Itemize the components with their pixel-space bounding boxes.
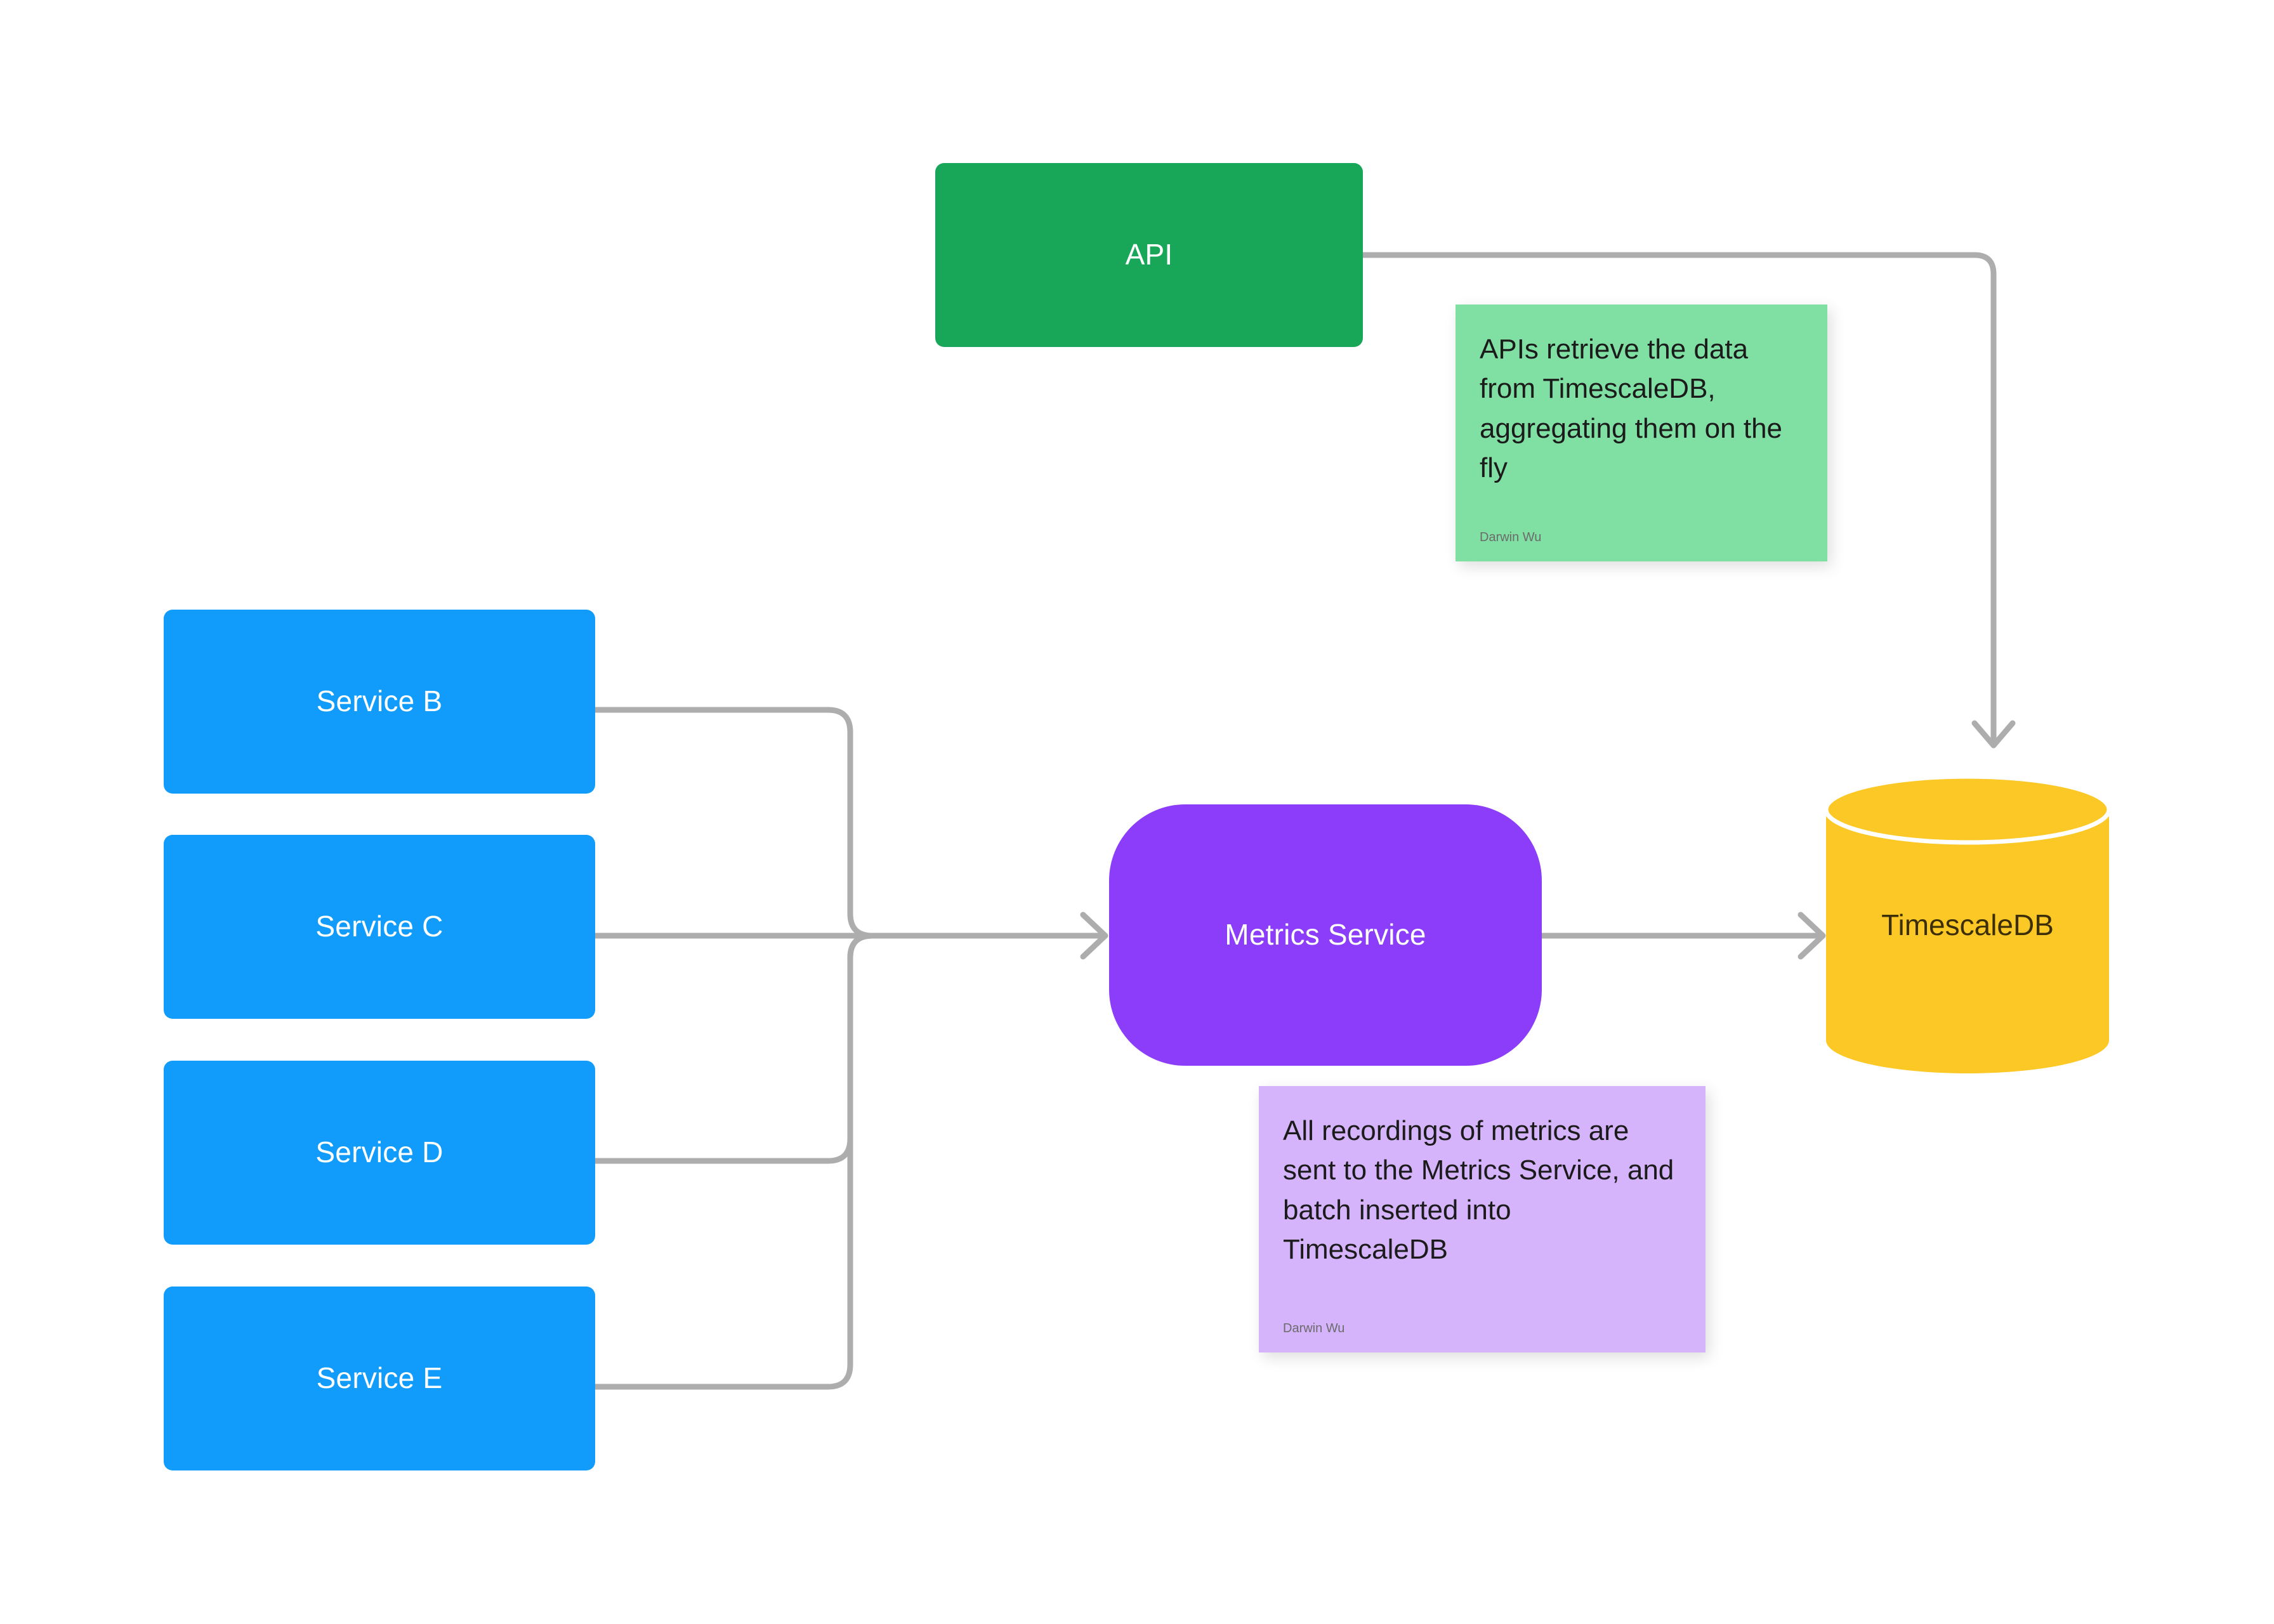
- node-api-label: API: [1125, 238, 1173, 272]
- node-service-d-label: Service D: [315, 1136, 444, 1169]
- node-service-d[interactable]: Service D: [164, 1061, 595, 1245]
- node-timescaledb-label: TimescaleDB: [1881, 908, 2054, 941]
- node-service-e-label: Service E: [316, 1361, 443, 1395]
- sticky-note-metrics[interactable]: All recordings of metrics are sent to th…: [1259, 1086, 1705, 1352]
- node-metrics-service[interactable]: Metrics Service: [1109, 804, 1542, 1066]
- node-service-c[interactable]: Service C: [164, 835, 595, 1019]
- connector-service-b-to-metrics: [592, 707, 876, 939]
- node-service-b[interactable]: Service B: [164, 610, 595, 794]
- node-service-b-label: Service B: [316, 684, 443, 718]
- arrowhead-metrics-to-timescaledb: [1798, 912, 1826, 960]
- sticky-note-api-author: Darwin Wu: [1480, 530, 1542, 544]
- node-service-e[interactable]: Service E: [164, 1287, 595, 1470]
- node-metrics-service-label: Metrics Service: [1225, 918, 1426, 952]
- sticky-note-api[interactable]: APIs retrieve the data from TimescaleDB,…: [1456, 304, 1827, 561]
- cylinder-body: [1826, 809, 2109, 1073]
- sticky-note-metrics-text: All recordings of metrics are sent to th…: [1283, 1115, 1682, 1266]
- sticky-note-metrics-author: Darwin Wu: [1283, 1321, 1345, 1335]
- cylinder-top: [1825, 774, 2110, 845]
- node-timescaledb[interactable]: TimescaleDB: [1825, 773, 2110, 1077]
- sticky-note-api-text: APIs retrieve the data from TimescaleDB,…: [1480, 334, 1791, 484]
- node-api[interactable]: API: [935, 163, 1363, 347]
- node-service-c-label: Service C: [315, 910, 444, 943]
- connector-service-e-to-metrics: [592, 933, 876, 1390]
- arrowhead-merge-to-metrics: [1080, 912, 1108, 960]
- arrowhead-api-to-timescaledb: [1971, 720, 2016, 749]
- connector-service-d-to-metrics: [592, 933, 876, 1164]
